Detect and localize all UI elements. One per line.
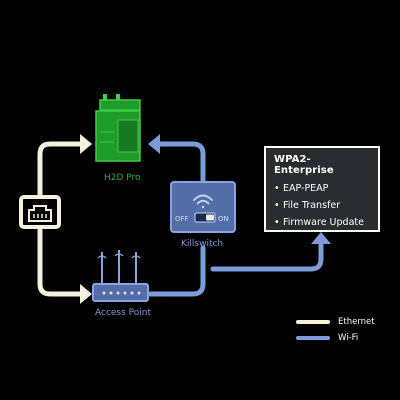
wifi-line-ap-to-killswitch — [147, 245, 206, 297]
legend-row-ethernet: Ethernet — [296, 314, 375, 330]
router-icon — [92, 250, 149, 302]
ethernet-connections — [37, 134, 92, 304]
legend-swatch-wifi — [296, 336, 330, 340]
printer-label: H2D Pro — [104, 173, 141, 183]
info-box-list: •EAP-PEAP •File Transfer •Firmware Updat… — [274, 183, 370, 228]
info-box-item-label: File Transfer — [283, 200, 341, 211]
killswitch-box — [170, 181, 236, 233]
legend-swatch-ethernet — [296, 320, 330, 324]
wifi-connections — [147, 134, 331, 297]
ethernet-line-to-printer — [37, 141, 83, 199]
ethernet-port-icon — [19, 195, 61, 229]
wifi-arrow-to-printer — [148, 134, 160, 154]
killswitch-label: Killswitch — [181, 239, 224, 249]
info-box-item: •EAP-PEAP — [274, 183, 370, 194]
wifi-line-to-info-box — [210, 241, 324, 272]
legend-row-wifi: Wi-Fi — [296, 330, 375, 346]
bullet-icon: • — [274, 217, 280, 228]
legend-label-wifi: Wi-Fi — [338, 333, 359, 343]
bullet-icon: • — [274, 200, 280, 211]
bullet-icon: • — [274, 183, 280, 194]
legend: Ethernet Wi-Fi — [296, 314, 375, 346]
killswitch-on-label: ON — [218, 215, 229, 223]
info-box: WPA2-Enterprise •EAP-PEAP •File Transfer… — [264, 146, 380, 232]
info-box-item-label: EAP-PEAP — [283, 183, 329, 194]
wifi-icon — [193, 194, 213, 209]
killswitch-off-label: OFF — [175, 215, 189, 223]
info-box-item-label: Firmware Update — [283, 217, 364, 228]
legend-label-ethernet: Ethernet — [338, 317, 375, 327]
ethernet-arrow-to-ap — [80, 284, 92, 304]
ethernet-arrow-to-printer — [80, 134, 92, 154]
access-point-label: Access Point — [95, 308, 152, 318]
ethernet-line-to-ap — [37, 227, 83, 297]
info-box-item: •File Transfer — [274, 200, 370, 211]
info-box-title: WPA2-Enterprise — [274, 154, 334, 176]
printer-icon — [95, 94, 141, 162]
wifi-arrow-to-info-box — [311, 232, 331, 244]
wifi-line-killswitch-to-printer — [155, 141, 206, 185]
info-box-item: •Firmware Update — [274, 217, 370, 228]
toggle-switch-icon — [194, 212, 216, 223]
